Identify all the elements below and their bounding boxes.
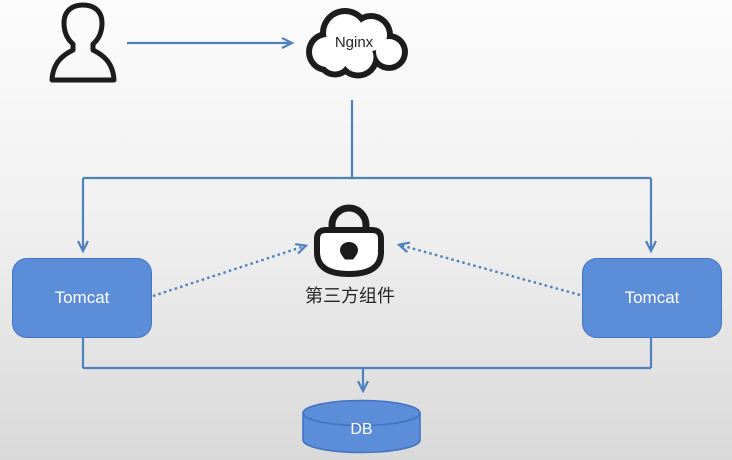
nginx-label: Nginx xyxy=(334,34,374,51)
db-cylinder-icon xyxy=(302,399,421,454)
cloud-icon xyxy=(306,8,408,79)
connector-tomcat-right-lock xyxy=(400,245,581,297)
third-party-label: 第三方组件 xyxy=(305,286,395,306)
connectors xyxy=(83,43,651,390)
connector-tomcat-left-lock xyxy=(152,246,305,298)
node-tomcat-left: Tomcat xyxy=(12,258,152,338)
tomcat-right-label: Tomcat xyxy=(624,288,680,307)
tomcat-left-label: Tomcat xyxy=(54,288,110,307)
lock-icon xyxy=(314,204,384,277)
person-icon xyxy=(49,2,117,83)
db-label: DB xyxy=(350,421,373,438)
node-tomcat-right: Tomcat xyxy=(582,258,722,338)
